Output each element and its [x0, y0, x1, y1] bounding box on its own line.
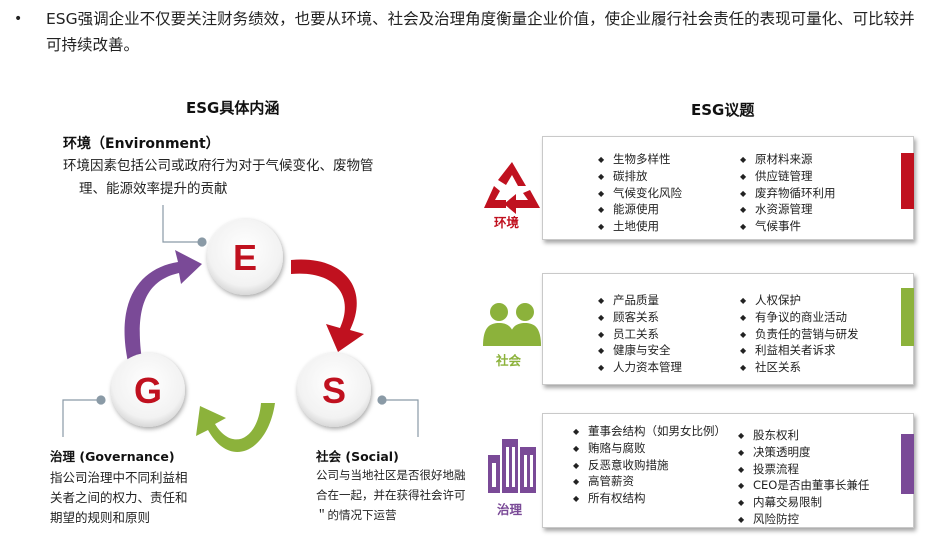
social-topic-item: 员工关系	[598, 327, 682, 344]
environment-desc-line2: 理、能源效率提升的贡献	[79, 181, 228, 197]
social-topics-panel: 产品质量顾客关系员工关系健康与安全人力资本管理 人权保护有争议的商业活动负责任的…	[542, 273, 914, 385]
environment-topic-item: 气候变化风险	[598, 186, 682, 203]
environment-description: 环境因素包括公司或政府行为对于气候变化、废物管 理、能源效率提升的贡献	[63, 155, 423, 201]
arrow-e-to-s	[291, 259, 364, 352]
governance-topic-item: 贿赂与腐败	[573, 441, 726, 458]
governance-description: 指公司治理中不同利益相关者之间的权力、责任和期望的规则和原则	[50, 470, 188, 525]
environment-topic-item: 生物多样性	[598, 152, 682, 169]
recycle-icon	[484, 162, 540, 214]
environment-topic-label: 环境	[494, 215, 520, 230]
circle-s-letter: S	[322, 370, 346, 411]
connector-social-dot	[377, 395, 387, 405]
governance-topic-item: 决策透明度	[738, 445, 869, 462]
environment-topics-panel: 生物多样性碳排放气候变化风险能源使用土地使用 原材料来源供应链管理废弃物循环利用…	[542, 136, 914, 240]
intro-paragraph: • ESG强调企业不仅要关注财务绩效，也要从环境、社会及治理角度衡量企业价值，使…	[14, 6, 919, 58]
governance-topic-item: 所有权结构	[573, 491, 726, 508]
governance-topic-item: 投票流程	[738, 462, 869, 479]
social-topic-item: 顾客关系	[598, 310, 682, 327]
connector-social	[382, 399, 419, 437]
arrow-s-to-g	[196, 403, 275, 452]
social-topics-right: 人权保护有争议的商业活动负责任的营销与研发利益相关者诉求社区关系	[740, 293, 859, 377]
environment-topic-item: 能源使用	[598, 202, 682, 219]
environment-topic-item: 水资源管理	[740, 202, 836, 219]
governance-topic-item: CEO是否由董事长兼任	[738, 478, 869, 495]
social-description: 公司与当地社区是否很好地融合在一起，并在获得社会许可＂的情况下运营	[316, 468, 466, 522]
connector-governance	[62, 399, 101, 437]
social-topic-item: 健康与安全	[598, 343, 682, 360]
governance-topics-left: 董事会结构（如男女比例）贿赂与腐败反恶意收购措施高管薪资所有权结构	[573, 424, 726, 508]
environment-topic-item: 土地使用	[598, 219, 682, 236]
social-topic-item: 人权保护	[740, 293, 859, 310]
connector-lines	[62, 205, 419, 437]
governance-topic-item: 内幕交易限制	[738, 495, 869, 512]
social-topic-item: 有争议的商业活动	[740, 310, 859, 327]
circle-e	[207, 219, 283, 295]
esg-meaning-title: ESG具体内涵	[186, 99, 280, 117]
governance-topic-item: 股东权利	[738, 428, 869, 445]
arrow-g-to-e	[124, 250, 202, 362]
connector-environment	[162, 205, 202, 243]
social-topic-label: 社会	[496, 353, 522, 368]
environment-topics-left: 生物多样性碳排放气候变化风险能源使用土地使用	[598, 152, 682, 236]
governance-topic-label: 治理	[497, 502, 523, 517]
governance-topic-item: 反恶意收购措施	[573, 458, 726, 475]
social-topic-item: 人力资本管理	[598, 360, 682, 377]
social-accent-bar	[901, 288, 914, 346]
social-heading: 社会 (Social)	[316, 449, 399, 464]
buildings-icon	[488, 439, 536, 493]
social-topic-item: 负责任的营销与研发	[740, 327, 859, 344]
environment-topics-right: 原材料来源供应链管理废弃物循环利用水资源管理气候事件	[740, 152, 836, 236]
governance-topic-item: 高管薪资	[573, 474, 726, 491]
intro-text: ESG强调企业不仅要关注财务绩效，也要从环境、社会及治理角度衡量企业价值，使企业…	[46, 10, 915, 54]
social-topic-item: 社区关系	[740, 360, 859, 377]
connector-governance-dot	[96, 395, 106, 405]
social-topics-left: 产品质量顾客关系员工关系健康与安全人力资本管理	[598, 293, 682, 377]
governance-accent-bar	[901, 434, 914, 494]
environment-topic-item: 气候事件	[740, 219, 836, 236]
environment-topic-item: 废弃物循环利用	[740, 186, 836, 203]
social-topic-item: 利益相关者诉求	[740, 343, 859, 360]
bullet-marker: •	[14, 11, 23, 27]
environment-topic-item: 碳排放	[598, 169, 682, 186]
environment-topic-item: 原材料来源	[740, 152, 836, 169]
circle-e-letter: E	[233, 237, 257, 278]
people-icon	[483, 303, 541, 346]
governance-topics-panel: 董事会结构（如男女比例）贿赂与腐败反恶意收购措施高管薪资所有权结构 股东权利决策…	[542, 413, 914, 528]
environment-accent-bar	[901, 153, 914, 209]
circle-g	[111, 353, 185, 427]
governance-topics-right: 股东权利决策透明度投票流程CEO是否由董事长兼任内幕交易限制风险防控	[738, 428, 869, 529]
environment-topic-item: 供应链管理	[740, 169, 836, 186]
social-topic-item: 产品质量	[598, 293, 682, 310]
circle-g-letter: G	[134, 370, 162, 411]
environment-desc-line1: 环境因素包括公司或政府行为对于气候变化、废物管	[63, 158, 374, 174]
circle-s	[297, 353, 371, 427]
governance-topic-item: 风险防控	[738, 512, 869, 529]
governance-heading: 治理 (Governance)	[50, 449, 175, 464]
connector-environment-dot	[197, 237, 207, 247]
esg-topics-title: ESG议题	[691, 101, 755, 119]
environment-heading: 环境（Environment）	[63, 136, 220, 152]
governance-topic-item: 董事会结构（如男女比例）	[573, 424, 726, 441]
